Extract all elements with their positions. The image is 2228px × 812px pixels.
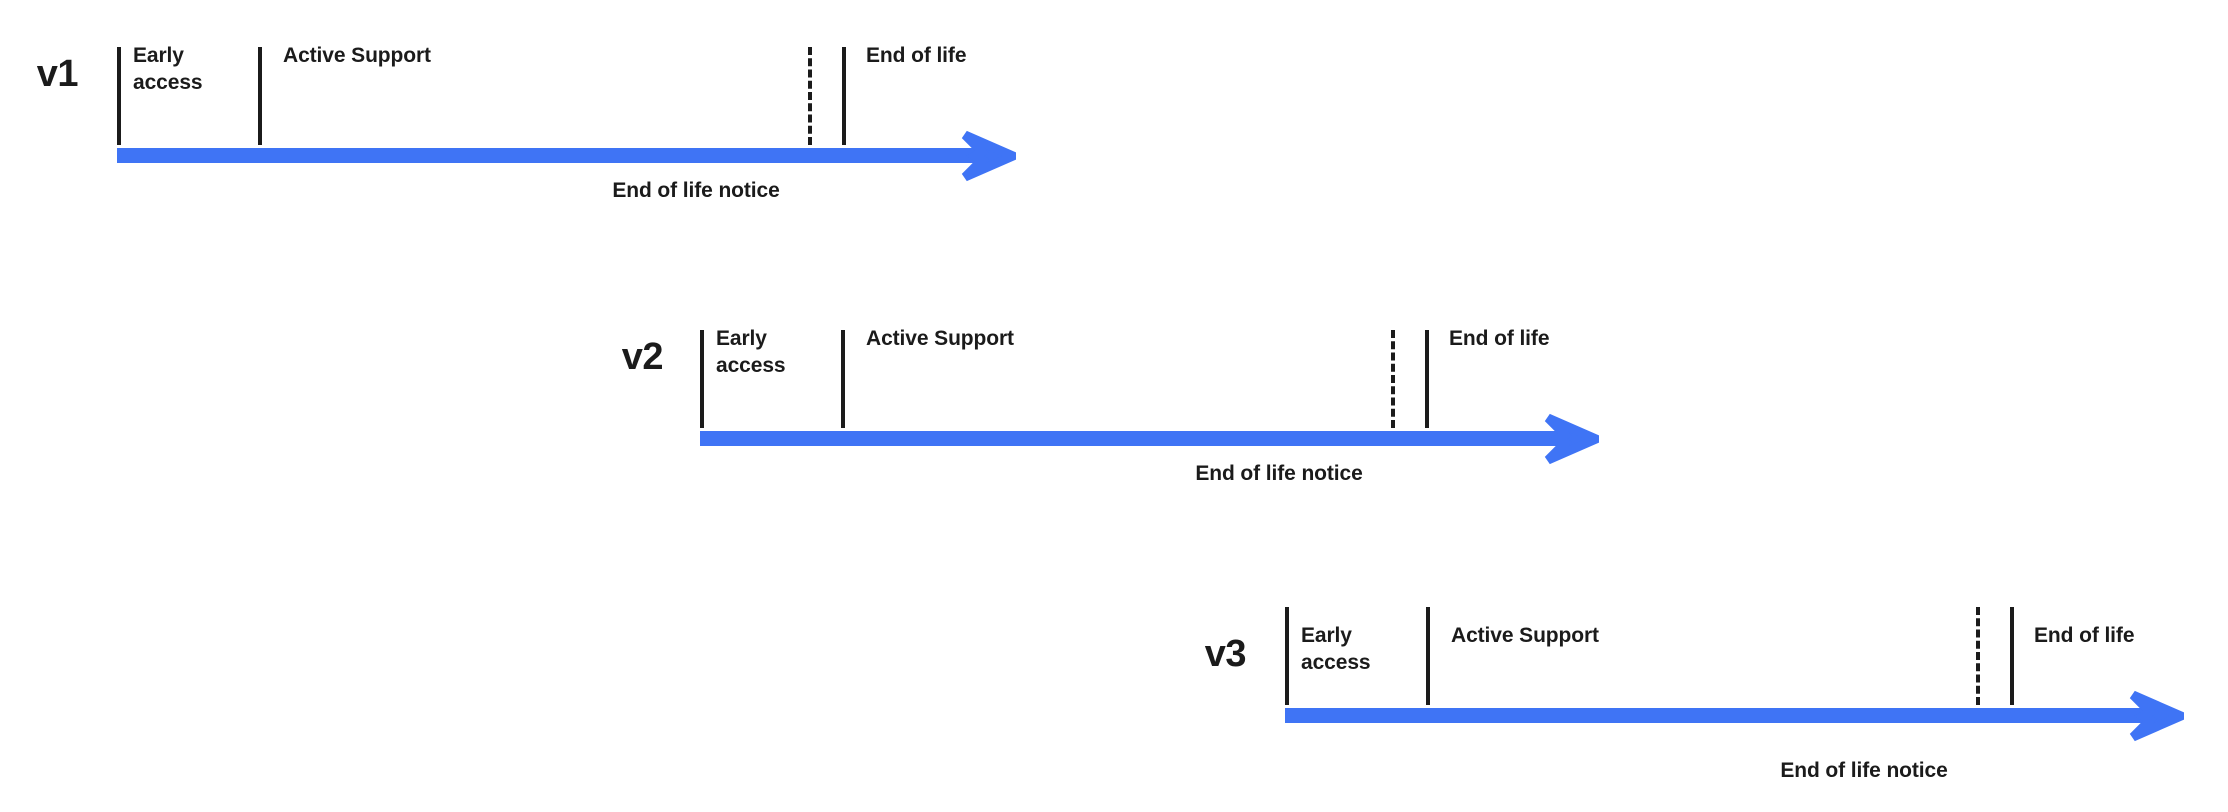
arrow-head-icon xyxy=(1544,411,1608,467)
end-of-life-notice-label: End of life notice xyxy=(1780,759,1948,782)
phase-boundary-tick xyxy=(1425,330,1429,428)
end-of-life-notice-label: End of life notice xyxy=(1195,462,1363,485)
phase-boundary-tick xyxy=(1285,607,1289,705)
phase-label: Active Support xyxy=(283,44,431,67)
phase-boundary-tick xyxy=(2010,607,2014,705)
phase-boundary-tick xyxy=(258,47,262,145)
end-of-life-notice-label: End of life notice xyxy=(612,179,780,202)
phase-label: Active Support xyxy=(866,327,1014,350)
lifecycle-track-bar xyxy=(117,148,975,163)
phase-label: End of life xyxy=(2034,624,2135,647)
phase-boundary-dashed-tick xyxy=(808,47,812,145)
version-label: v2 xyxy=(621,336,664,378)
phase-boundary-tick xyxy=(700,330,704,428)
phase-label: Early access xyxy=(716,327,786,377)
phase-boundary-dashed-tick xyxy=(1391,330,1395,428)
phase-label: Early access xyxy=(133,44,203,94)
phase-boundary-tick xyxy=(1426,607,1430,705)
arrow-head-icon xyxy=(2129,688,2193,744)
phase-label: Early access xyxy=(1301,624,1371,674)
version-label: v3 xyxy=(1204,633,1247,675)
phase-label: End of life xyxy=(866,44,967,67)
phase-boundary-tick xyxy=(842,47,846,145)
arrow-head-icon xyxy=(961,128,1025,184)
lifecycle-track-bar xyxy=(1285,708,2143,723)
phase-label: Active Support xyxy=(1451,624,1599,647)
lifecycle-track-bar xyxy=(700,431,1558,446)
phase-label: End of life xyxy=(1449,327,1550,350)
phase-boundary-dashed-tick xyxy=(1976,607,1980,705)
phase-boundary-tick xyxy=(117,47,121,145)
version-label: v1 xyxy=(36,53,79,95)
phase-boundary-tick xyxy=(841,330,845,428)
